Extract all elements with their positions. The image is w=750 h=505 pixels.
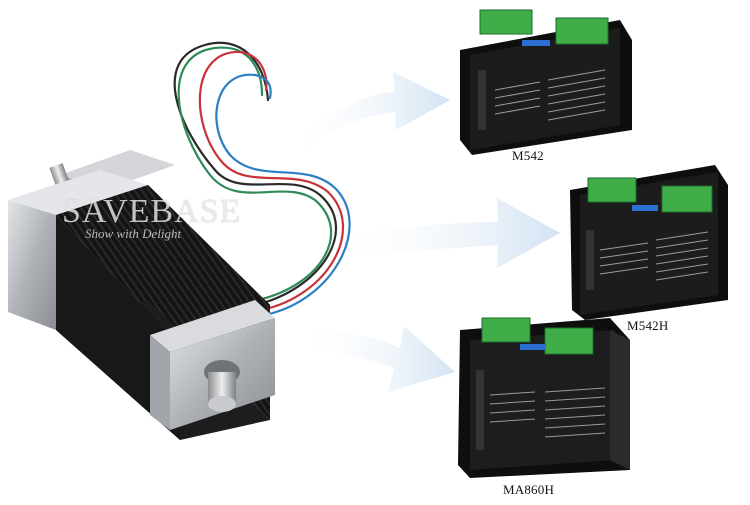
arrow-to-ma860h [300, 326, 455, 392]
watermark-tagline: Show with Delight [85, 226, 182, 241]
driver-m542h [570, 165, 728, 320]
stepper-motor [8, 150, 275, 440]
label-ma860h: MA860H [503, 482, 555, 497]
motor-wires [173, 41, 351, 317]
arrow-to-m542 [285, 72, 450, 160]
watermark-brand: SAVEBASE [62, 193, 242, 230]
label-m542: M542 [512, 148, 544, 163]
arrow-to-m542h [330, 198, 560, 268]
label-m542h: M542H [627, 318, 669, 333]
driver-m542 [460, 9, 632, 155]
driver-ma860h [458, 317, 630, 478]
